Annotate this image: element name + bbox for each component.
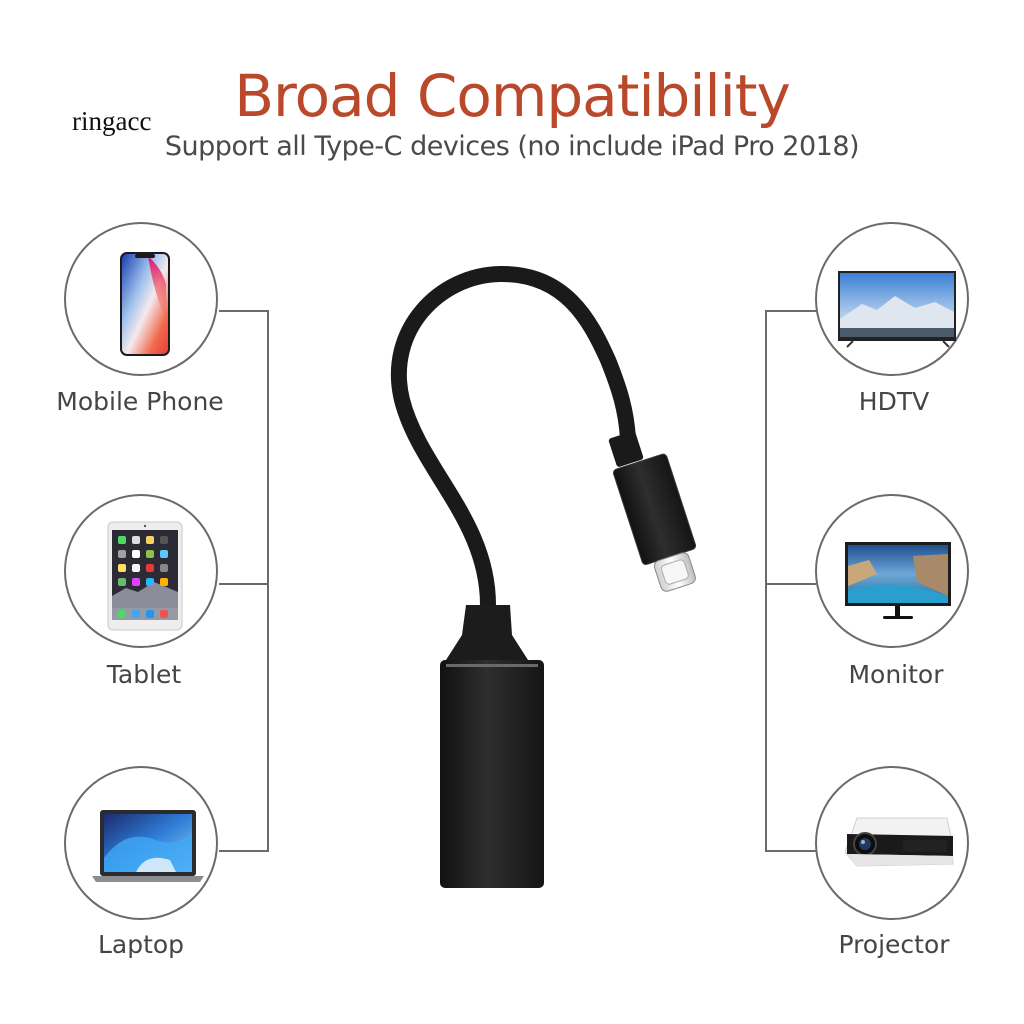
tv-icon <box>838 271 956 348</box>
connector-line <box>267 310 269 852</box>
device-label-projector: Projector <box>838 930 950 959</box>
device-circle-mobile-phone <box>64 222 218 376</box>
connector-line <box>765 583 816 585</box>
device-label-hdtv: HDTV <box>858 387 930 416</box>
device-label-tablet: Tablet <box>106 660 182 689</box>
connector-line <box>219 583 269 585</box>
device-label-monitor: Monitor <box>848 660 944 689</box>
connector-line <box>765 850 816 852</box>
page-title: Broad Compatibility <box>234 62 791 130</box>
device-circle-laptop <box>64 766 218 920</box>
tablet-icon <box>107 521 183 631</box>
device-label-mobile-phone: Mobile Phone <box>56 387 224 416</box>
connector-line <box>219 850 269 852</box>
monitor-icon <box>845 542 951 619</box>
projector-icon <box>844 817 954 867</box>
device-circle-monitor <box>815 494 969 648</box>
device-circle-tablet <box>64 494 218 648</box>
usb-c-hdmi-adapter-icon <box>390 265 697 888</box>
laptop-icon <box>92 810 204 882</box>
connector-line <box>765 310 767 852</box>
brand-watermark: ringacc <box>72 106 152 136</box>
product-image-adapter <box>380 260 720 900</box>
device-circle-projector <box>815 766 969 920</box>
device-circle-hdtv <box>815 222 969 376</box>
page-subtitle: Support all Type-C devices (no include i… <box>164 131 860 162</box>
smartphone-icon <box>120 252 170 356</box>
device-label-laptop: Laptop <box>97 930 185 959</box>
connector-line <box>765 310 816 312</box>
connector-line <box>219 310 269 312</box>
